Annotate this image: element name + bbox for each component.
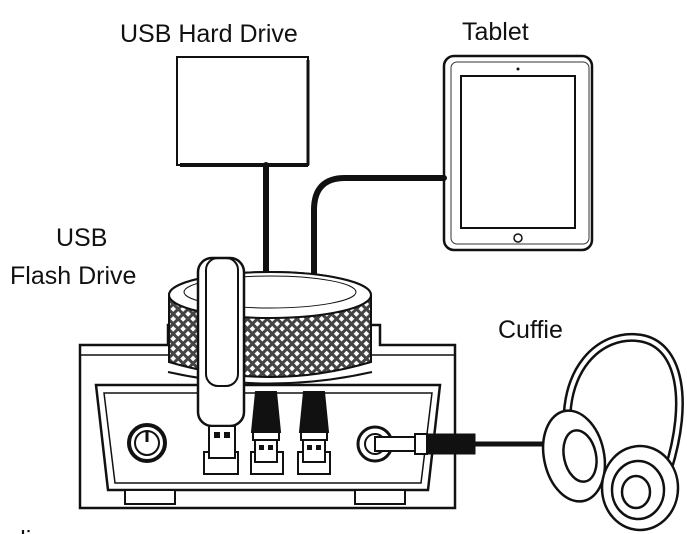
flash-drive-label: Flash Drive — [10, 262, 136, 290]
usb-label: USB — [56, 224, 107, 252]
usb-hard-drive — [176, 56, 310, 167]
usb-flash-drive — [196, 256, 246, 459]
tablet-label: Tablet — [462, 18, 529, 46]
headphone-jack-icon — [356, 425, 476, 463]
usb-hard-drive-label: USB Hard Drive — [120, 20, 298, 48]
headphones-label: Cuffie — [498, 316, 563, 344]
partial-bottom-label: ndi ... — [0, 526, 59, 534]
tablet — [442, 54, 594, 252]
headphones — [541, 332, 684, 532]
volume-knob-icon — [127, 423, 167, 463]
usb-plug-tablet — [298, 391, 330, 463]
usb-plug-hard-drive — [250, 391, 282, 463]
